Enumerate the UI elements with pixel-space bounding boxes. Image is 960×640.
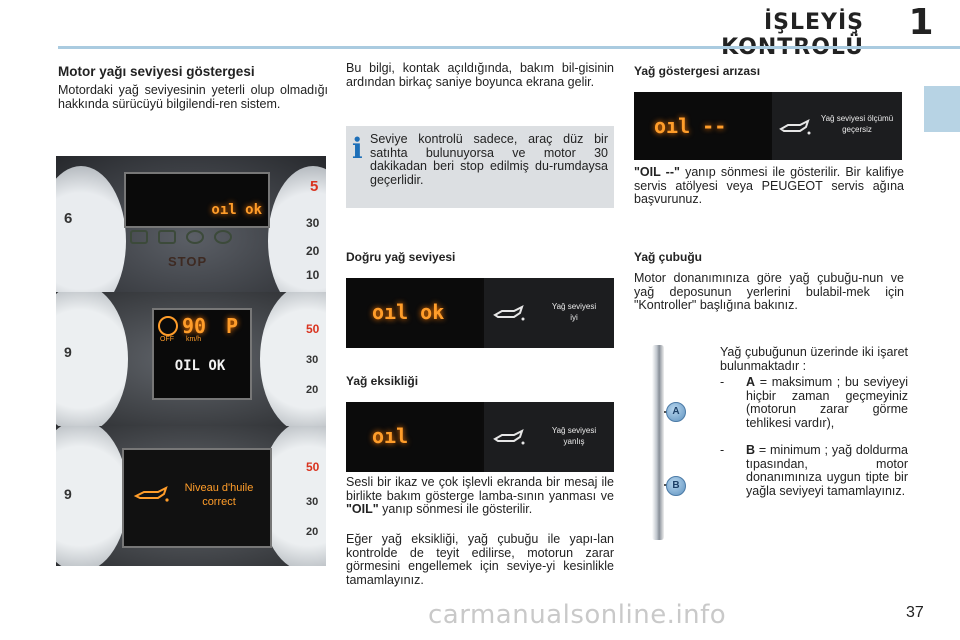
item-b-text: = minimum ; yağ doldurma tıpasından, mot… xyxy=(746,443,908,498)
label-a-marker: A xyxy=(666,402,686,422)
dipstick-illustration xyxy=(652,345,664,540)
oil-gauge-description: Motordaki yağ seviyesinin yeterli olup o… xyxy=(58,83,328,111)
gear-indicator: P xyxy=(226,314,239,338)
dial-number: 9 xyxy=(64,486,72,502)
fault-paragraph: "OIL --" yanıp sönmesi ile gösterilir. B… xyxy=(634,165,904,207)
oil-ok-display-text: oıl ok xyxy=(372,300,445,324)
dial-number: 30 xyxy=(306,354,319,366)
display-message-line2: geçersiz xyxy=(842,125,872,134)
low-level-display: oıl Yağ seviyesi yanlış xyxy=(346,402,614,472)
dashboard-photo-middle: 9 50 30 20 OFF 90 km/h P OIL OK xyxy=(56,292,326,426)
fault-display: oıl -- Yağ seviyesi ölçümü geçersiz xyxy=(634,92,902,160)
niveau-line2: correct xyxy=(202,496,236,508)
header-divider xyxy=(58,46,960,49)
oil-ok-message: OIL OK xyxy=(174,358,226,374)
watermark: carmanualsonline.info xyxy=(428,600,727,630)
dipstick-paragraph: Motor donanımınıza göre yağ çubuğu-nun v… xyxy=(634,271,904,312)
dial-number: 5 xyxy=(310,178,319,195)
oil-dash-display-text: oıl -- xyxy=(654,114,727,138)
speed-limiter-icon xyxy=(158,316,178,336)
text-segment: yanıp sönmesi ile gösterilir. Bir kalifi… xyxy=(634,165,904,206)
item-letter-b: B xyxy=(746,443,756,457)
info-box: i Seviye kontrolü sadece, araç düz bir s… xyxy=(346,126,614,208)
chapter-number: 1 xyxy=(908,2,934,43)
chapter-title: İŞLEYİŞ KONTROLÜ xyxy=(721,10,864,60)
oil-display-text: oıl xyxy=(372,424,409,448)
speed-value: 90 xyxy=(182,314,207,338)
gauge-left xyxy=(56,166,126,292)
dial-number: 50 xyxy=(306,460,320,474)
label-b-marker: B xyxy=(666,476,686,496)
lamp-icon xyxy=(214,230,232,244)
oil-can-icon xyxy=(492,428,526,446)
item-a-text: = maksimum ; bu seviyeyi hiçbir zaman ge… xyxy=(746,375,908,430)
info-icon: i xyxy=(352,132,363,165)
dial-number: 20 xyxy=(306,384,319,396)
list-item-b: B = minimum ; yağ doldurma tıpasından, m… xyxy=(746,443,908,498)
display-left-panel: oıl ok xyxy=(346,278,482,348)
dial-number: 10 xyxy=(306,268,320,282)
center-display: OFF 90 km/h P OIL OK xyxy=(152,308,252,400)
lamp-icon xyxy=(130,230,148,244)
intro-text: Bu bilgi, kontak açıldığında, bakım bil-… xyxy=(346,61,614,89)
lamp-icon xyxy=(186,230,204,244)
dipstick-intro: Yağ çubuğunun üzerinde iki işaret bulunm… xyxy=(720,345,908,373)
display-message-line2: iyi xyxy=(570,313,578,322)
text-segment: yanıp sönmesi ile gösterilir. xyxy=(378,502,533,516)
list-dash: - xyxy=(720,443,725,457)
oil-can-icon xyxy=(778,118,812,136)
oil-dash-keyword: "OIL --" xyxy=(634,165,680,179)
dial-number: 6 xyxy=(64,210,73,227)
text-segment: Sesli bir ikaz ve çok işlevli ekranda bi… xyxy=(346,475,614,503)
list-item-a: A = maksimum ; bu seviyeyi hiçbir zaman … xyxy=(746,375,908,430)
niveau-line1: Niveau d'huile xyxy=(184,482,254,494)
gauge-left xyxy=(56,292,128,426)
info-text: Seviye kontrolü sadece, araç düz bir sat… xyxy=(370,132,608,187)
dial-number: 20 xyxy=(306,526,319,538)
warning-lamps-row xyxy=(130,230,262,246)
display-message-line2: yanlış xyxy=(563,437,585,446)
section-title-oil-gauge: Motor yağı seviyesi göstergesi xyxy=(58,64,255,79)
dial-number: 9 xyxy=(64,344,72,360)
correct-level-title: Doğru yağ seviyesi xyxy=(346,250,456,264)
chapter-side-tab xyxy=(924,86,960,132)
dipstick-title: Yağ çubuğu xyxy=(634,250,703,264)
display-left-panel: oıl xyxy=(346,402,482,472)
display-left-panel: oıl -- xyxy=(634,92,770,160)
oil-keyword: "OIL" xyxy=(346,502,379,516)
correct-level-display: oıl ok Yağ seviyesi iyi xyxy=(346,278,614,348)
item-letter-a: A xyxy=(746,375,756,389)
dial-number: 50 xyxy=(306,322,320,336)
display-message-line1: Yağ seviyesi ölçümü xyxy=(820,114,894,123)
speed-unit: km/h xyxy=(186,336,202,343)
fault-title: Yağ göstergesi arızası xyxy=(634,64,761,78)
stop-lamp-text: STOP xyxy=(168,254,208,269)
lamp-icon xyxy=(158,230,176,244)
dashboard-photo-bottom: 9 50 30 20 Niveau d'huile correct xyxy=(56,426,326,566)
off-label: OFF xyxy=(160,336,174,343)
low-level-paragraph-1: Sesli bir ikaz ve çok işlevli ekranda bi… xyxy=(346,475,614,517)
low-level-title: Yağ eksikliği xyxy=(346,374,419,388)
oil-can-icon xyxy=(132,484,170,504)
oil-can-icon xyxy=(492,304,526,322)
dial-number: 30 xyxy=(306,216,320,230)
dial-number: 20 xyxy=(306,244,320,258)
center-display: oıl ok xyxy=(124,172,270,228)
gauge-right xyxy=(260,292,326,426)
display-message-line1: Yağ seviyesi xyxy=(551,426,597,435)
display-right-panel: Yağ seviyesi yanlış xyxy=(484,402,614,472)
center-display: Niveau d'huile correct xyxy=(122,448,272,548)
dashboard-photo-top: 6 5 30 20 10 oıl ok STOP xyxy=(56,156,326,292)
display-right-panel: Yağ seviyesi ölçümü geçersiz xyxy=(772,92,902,160)
display-message-line1: Yağ seviyesi xyxy=(551,302,597,311)
low-level-paragraph-2: Eğer yağ eksikliği, yağ çubuğu ile yapı-… xyxy=(346,532,614,587)
display-right-panel: Yağ seviyesi iyi xyxy=(484,278,614,348)
gauge-left xyxy=(56,426,128,566)
oil-ok-display-text: oıl ok xyxy=(211,202,262,218)
dial-number: 30 xyxy=(306,496,319,508)
page-number: 37 xyxy=(906,604,924,621)
list-dash: - xyxy=(720,375,725,389)
